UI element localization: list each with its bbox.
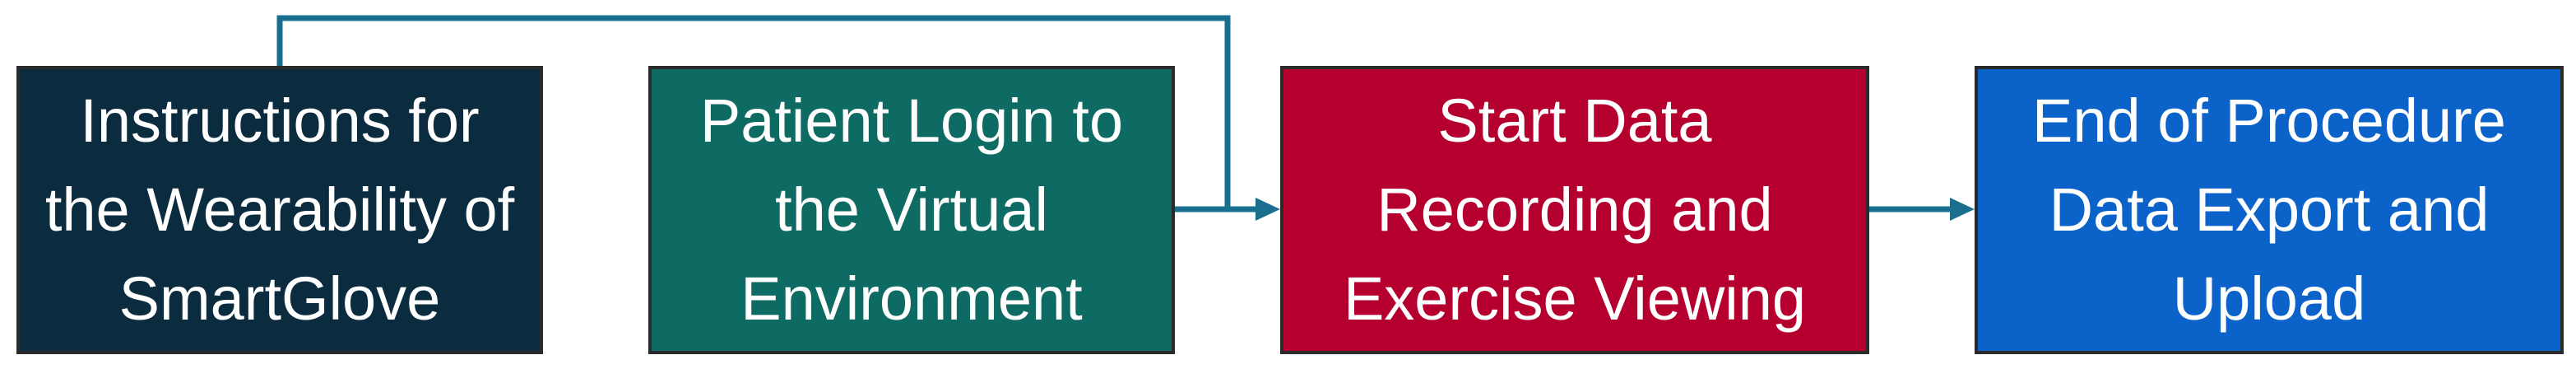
step-patient-login: Patient Login to the Virtual Environment — [648, 66, 1175, 354]
step-label: Start Data Recording and Exercise Viewin… — [1343, 86, 1807, 333]
loop-connector — [276, 15, 1231, 209]
step-label: Patient Login to the Virtual Environment — [699, 86, 1124, 333]
arrowhead-step4 — [1950, 198, 1975, 221]
arrowhead-step3 — [1256, 198, 1280, 221]
step-label: End of Procedure Data Export and Upload — [2032, 86, 2506, 333]
step-start-data-recording: Start Data Recording and Exercise Viewin… — [1280, 66, 1869, 354]
step-end-of-procedure-export: End of Procedure Data Export and Upload — [1975, 66, 2564, 354]
step-instructions-wearability: Instructions for the Wearability of Smar… — [16, 66, 543, 354]
step-label: Instructions for the Wearability of Smar… — [44, 86, 515, 333]
